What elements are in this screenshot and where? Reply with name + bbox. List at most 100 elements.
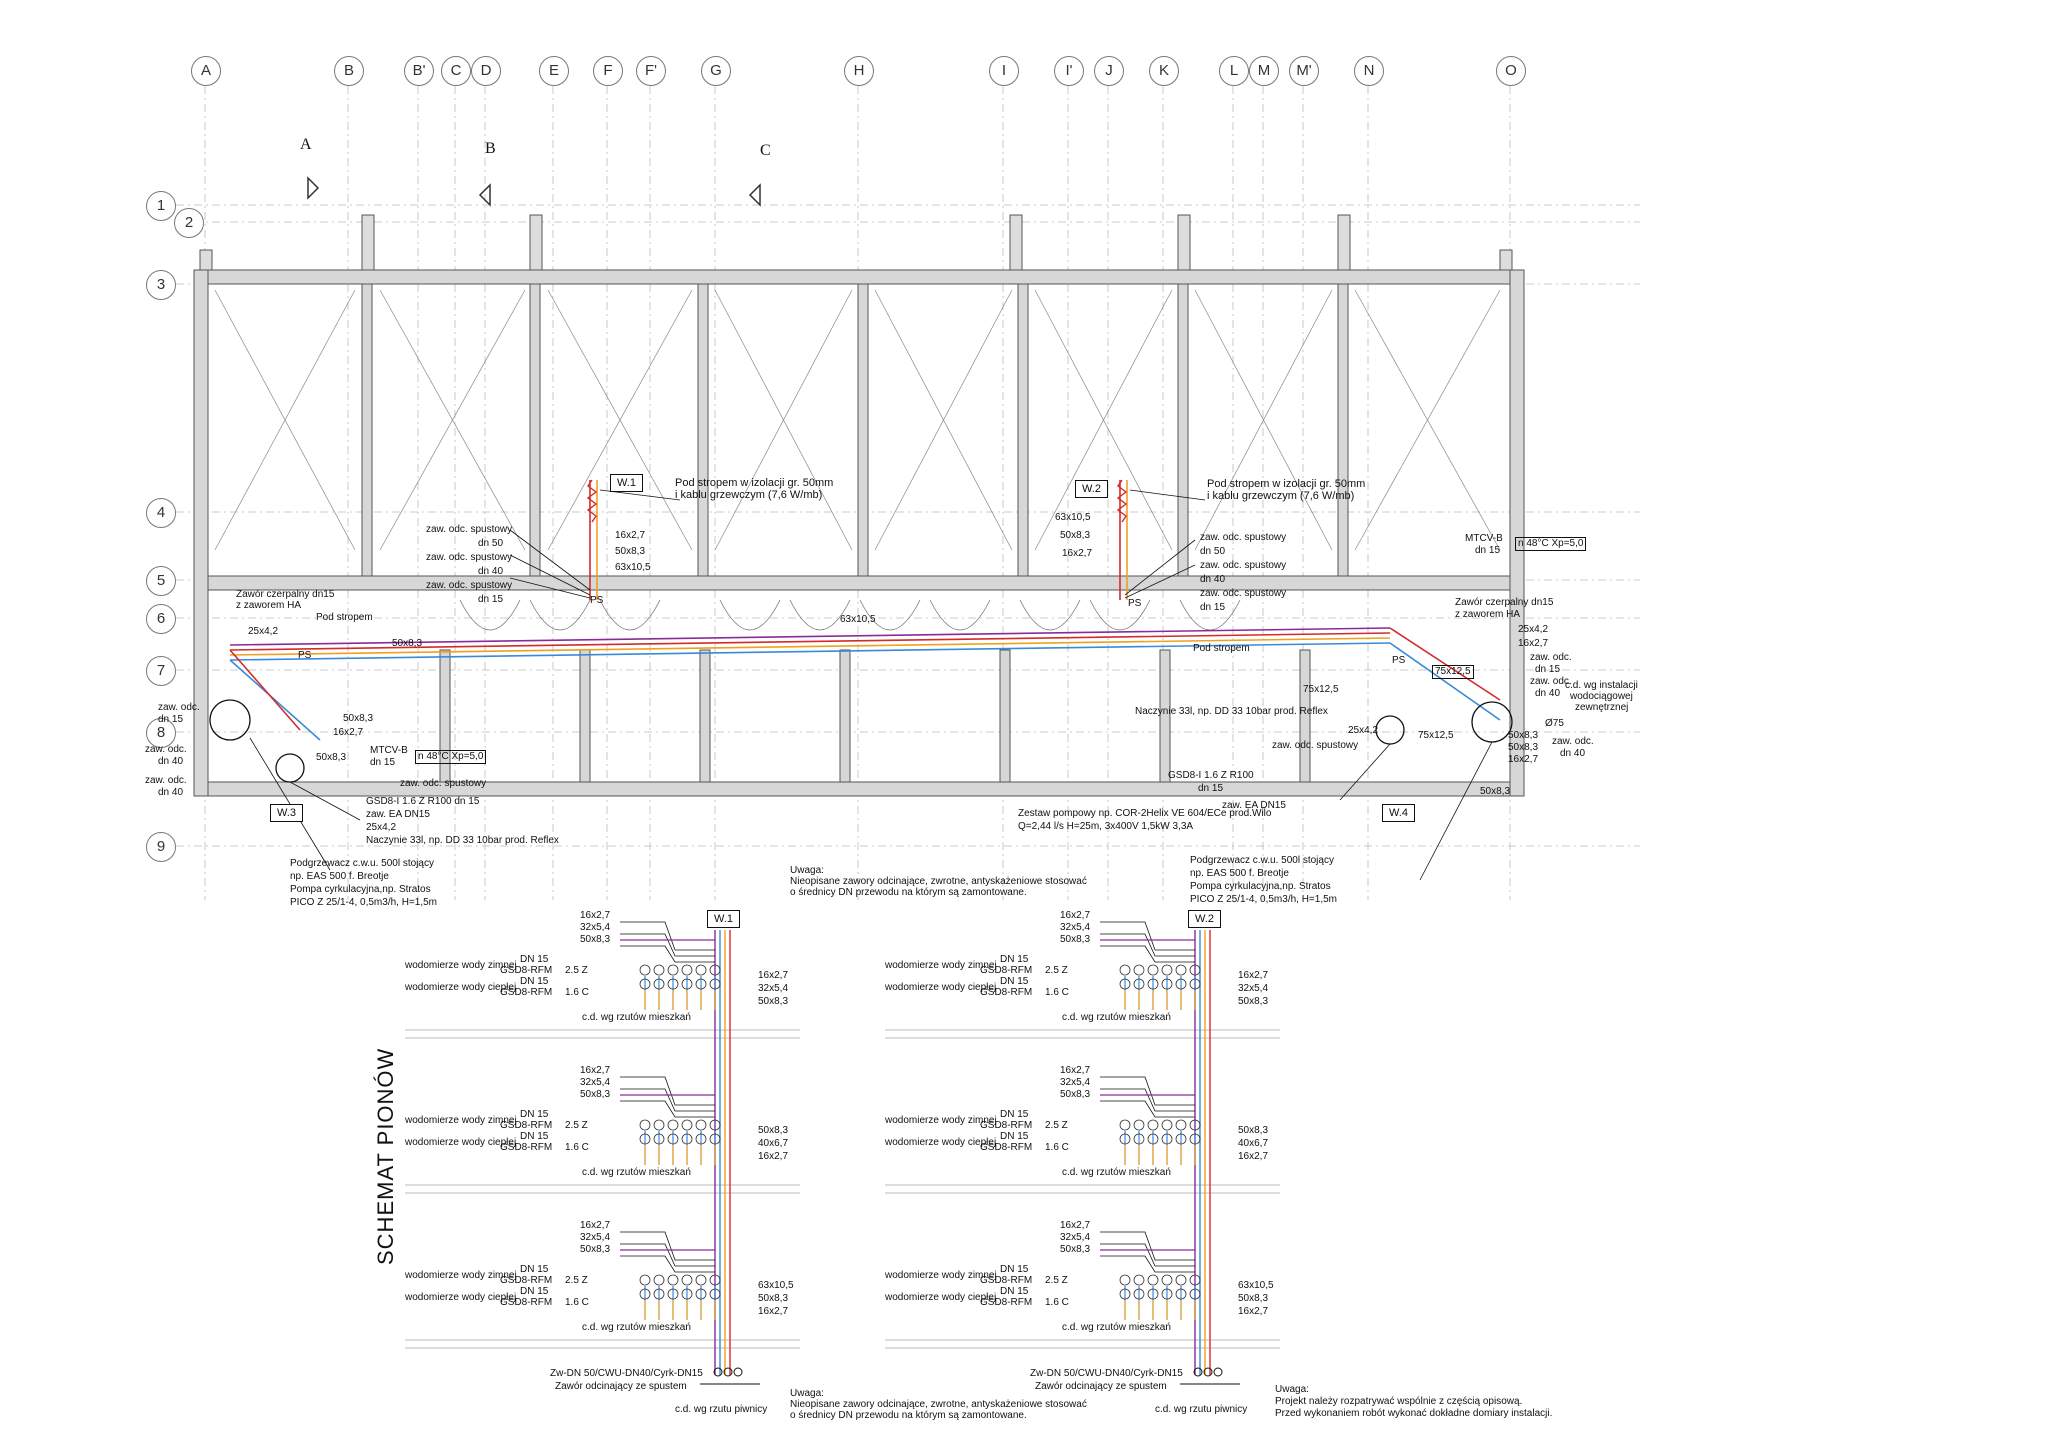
- schema-pipe-label: 16x2,7: [580, 1065, 611, 1076]
- riser-tag-w3: W.3: [270, 804, 303, 822]
- water-meter-symbol: [709, 978, 721, 990]
- schema-uwaga2-title: Uwaga:: [1275, 1384, 1309, 1395]
- water-meter-symbol: [1175, 978, 1187, 990]
- schema-riser-label: 32x5,4: [1238, 983, 1269, 994]
- axis-bubble-f-prime: F': [636, 56, 666, 86]
- schema-riser-label: 40x6,7: [758, 1138, 789, 1149]
- valve-label: zaw. odc. spustowy: [1200, 560, 1287, 571]
- dn-label: dn 40: [1535, 688, 1561, 699]
- water-meter-symbol: [695, 964, 707, 976]
- axis-bubble-d: D: [471, 56, 501, 86]
- water-meter-symbol: [1175, 1274, 1187, 1286]
- naczynie-label: Naczynie 33l, np. DD 33 10bar prod. Refl…: [366, 835, 559, 846]
- schema-gsd-label: GSD8-RFM: [500, 1275, 553, 1286]
- schema-cold-meters: wodomierze wody zimnej: [885, 960, 997, 971]
- water-meter-symbol: [653, 1133, 665, 1145]
- schema-gsd-label: GSD8-RFM: [980, 1120, 1033, 1131]
- water-meter-symbol: [1147, 1274, 1159, 1286]
- zaw-ea-label: zaw. EA DN15: [366, 809, 430, 820]
- plan-uwaga-1: Nieopisane zawory odcinające, zwrotne, a…: [790, 876, 1087, 887]
- water-meter-symbol: [1161, 1133, 1173, 1145]
- water-meter-symbol: [695, 1133, 707, 1145]
- schema-dn-label: DN 15: [1000, 954, 1029, 965]
- valve-label: zaw. odc. spustowy: [426, 552, 513, 563]
- water-meter-symbol: [1119, 1288, 1131, 1300]
- axis-bubble-m-prime: M': [1289, 56, 1319, 86]
- note-zawor-czerp-1: Zawór czerpalny dn15: [1455, 597, 1554, 608]
- schema-cd-mieszkan: c.d. wg rzutów mieszkań: [582, 1012, 691, 1023]
- schema-uwaga2-1: Projekt należy rozpatrywać wspólnie z cz…: [1275, 1396, 1523, 1407]
- water-meter-symbol: [1119, 1274, 1131, 1286]
- mtcv-label: MTCV-B: [370, 745, 408, 756]
- phi-label: Ø75: [1545, 718, 1564, 729]
- valve-label: zaw. odc.: [1530, 676, 1572, 687]
- axis-grid: [176, 86, 1640, 900]
- water-meter-symbol: [1133, 1274, 1145, 1286]
- water-meter-symbol: [667, 964, 679, 976]
- valve-label: zaw. odc. spustowy: [400, 778, 487, 789]
- schema-valve-16: 1.6 C: [565, 987, 589, 998]
- water-meter-symbol: [667, 1288, 679, 1300]
- schema-cold-meters: wodomierze wody zimnej: [885, 1115, 997, 1126]
- schema-riser-label: 16x2,7: [758, 1151, 789, 1162]
- roof-columns: [199, 214, 1513, 271]
- schema-riser-label: 50x8,3: [758, 996, 789, 1007]
- schema-valve-16: 1.6 C: [565, 1142, 589, 1153]
- water-meter-symbol: [1189, 1274, 1201, 1286]
- valve-label: zaw. odc.: [145, 744, 187, 755]
- axis-bubble-a: A: [191, 56, 221, 86]
- schema-dn-label: DN 15: [1000, 976, 1029, 987]
- water-meter-symbol: [709, 964, 721, 976]
- water-meter-symbol: [1133, 1133, 1145, 1145]
- pipe-label: 16x2,7: [333, 727, 364, 738]
- schema-valve-25: 2.5 Z: [1045, 1120, 1068, 1131]
- water-meter-symbol: [1147, 978, 1159, 990]
- dn-label: dn 50: [1200, 546, 1226, 557]
- schema-dn-label: DN 15: [520, 1264, 549, 1275]
- schema-riser-label: 16x2,7: [758, 1306, 789, 1317]
- schema-hot-meters: wodomierze wody ciepłej: [885, 982, 997, 993]
- pod-stropem-label: Pod stropem: [1193, 643, 1250, 654]
- schema-dn-label: DN 15: [520, 1109, 549, 1120]
- axis-bubble-2: 2: [174, 208, 204, 238]
- schema-pipe-label: 16x2,7: [1060, 1065, 1091, 1076]
- pipe-label: 16x2,7: [615, 530, 646, 541]
- heater-note-3: Pompa cyrkulacyjna,np. Stratos: [1190, 881, 1331, 892]
- schema-branch-leader: [1100, 1100, 1195, 1118]
- axis-bubble-g: G: [701, 56, 731, 86]
- schema-branch-leader: [620, 933, 715, 957]
- schema-dn-label: DN 15: [1000, 1264, 1029, 1275]
- schema-branch-leader: [620, 1255, 715, 1273]
- ps-label: PS: [1128, 598, 1142, 609]
- heater-note-2: np. EAS 500 f. Breotje: [290, 871, 389, 882]
- schema-zw-right: Zw-DN 50/CWU-DN40/Cyrk-DN15: [550, 1368, 703, 1379]
- axis-bubble-b: B: [334, 56, 364, 86]
- schema-dn-label: DN 15: [1000, 1131, 1029, 1142]
- pipe-label: 16x2,7: [1518, 638, 1549, 649]
- axis-bubble-8: 8: [146, 718, 176, 748]
- riser-tag-w2: W.2: [1075, 480, 1108, 498]
- schema-riser-label: 50x8,3: [758, 1125, 789, 1136]
- heater-note-1: Podgrzewacz c.w.u. 500l stojący: [1190, 855, 1334, 866]
- axis-bubble-m: M: [1249, 56, 1279, 86]
- water-meter-symbol: [1119, 964, 1131, 976]
- pump-set-1: Zestaw pompowy np. COR-2Helix VE 604/ECe…: [1018, 808, 1272, 819]
- pipe-label: 63x10,5: [840, 614, 876, 625]
- water-meter-symbol: [1133, 1288, 1145, 1300]
- water-heaters: [209, 699, 1513, 783]
- section-arrows: [307, 176, 761, 207]
- pipe-label: 16x2,7: [1508, 754, 1539, 765]
- schema-dn-label: DN 15: [520, 1131, 549, 1142]
- riser-coils: [586, 479, 1128, 523]
- water-meter-symbol: [695, 1288, 707, 1300]
- naczynie-label: Naczynie 33l, np. DD 33 10bar prod. Refl…: [1135, 706, 1328, 717]
- schema-branch-leader: [1100, 1231, 1195, 1261]
- schema-riser-label: 50x8,3: [1238, 1125, 1269, 1136]
- water-meter-symbol: [639, 964, 651, 976]
- water-meter-symbol: [1119, 1133, 1131, 1145]
- schema-pipe-label: 16x2,7: [580, 910, 611, 921]
- schema-cold-meters: wodomierze wody zimnej: [405, 1115, 517, 1126]
- water-meter-symbol: [681, 1288, 693, 1300]
- riser-tag-w1: W.1: [610, 474, 643, 492]
